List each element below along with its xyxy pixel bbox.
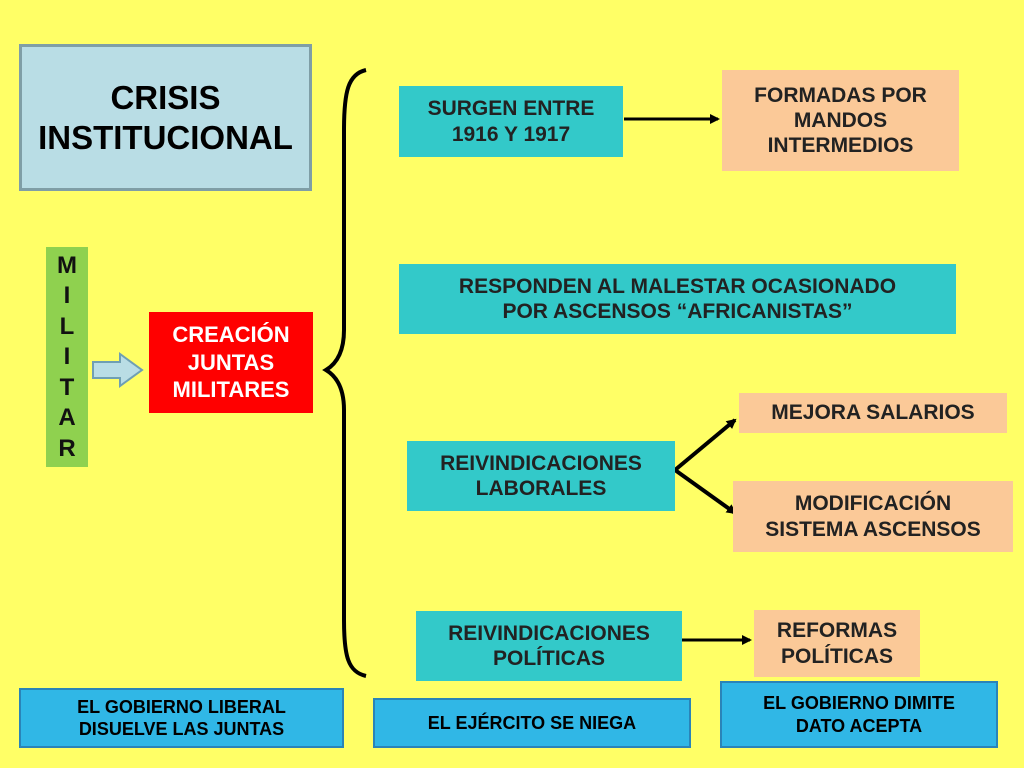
militar-letter: A: [58, 404, 76, 431]
militar-letter: R: [58, 434, 76, 462]
militar-letter: T: [59, 373, 75, 401]
creacion-juntas-box: CREACIÓN JUNTAS MILITARES: [149, 312, 313, 413]
responden-box: RESPONDEN AL MALESTAR OCASIONADO POR ASC…: [399, 264, 956, 334]
gobierno-dimite-box: EL GOBIERNO DIMITE DATO ACEPTA: [720, 681, 998, 748]
ascensos-box: MODIFICACIÓN SISTEMA ASCENSOS: [733, 481, 1013, 552]
arrow-laborales-to-salarios: [673, 418, 737, 472]
block-arrow-icon: [92, 352, 144, 388]
formadas-box: FORMADAS POR MANDOS INTERMEDIOS: [722, 70, 959, 171]
militar-letter: I: [63, 343, 71, 370]
arrow-laborales-to-ascensos: [673, 468, 737, 515]
gobierno-liberal-box: EL GOBIERNO LIBERAL DISUELVE LAS JUNTAS: [19, 688, 344, 748]
surgen-box: SURGEN ENTRE 1916 Y 1917: [399, 86, 623, 157]
reformas-box: REFORMAS POLÍTICAS: [754, 610, 920, 677]
title-box: CRISIS INSTITUCIONAL: [19, 44, 312, 191]
politicas-box: REIVINDICACIONES POLÍTICAS: [416, 611, 682, 681]
militar-letter: M: [57, 251, 77, 279]
militar-vertical-label: M I L I T A R: [46, 247, 88, 467]
curly-brace: [322, 68, 367, 678]
salarios-box: MEJORA SALARIOS: [739, 393, 1007, 433]
ejercito-box: EL EJÉRCITO SE NIEGA: [373, 698, 691, 748]
laborales-box: REIVINDICACIONES LABORALES: [407, 441, 675, 511]
militar-letter: L: [59, 312, 75, 340]
militar-letter: I: [63, 282, 71, 309]
